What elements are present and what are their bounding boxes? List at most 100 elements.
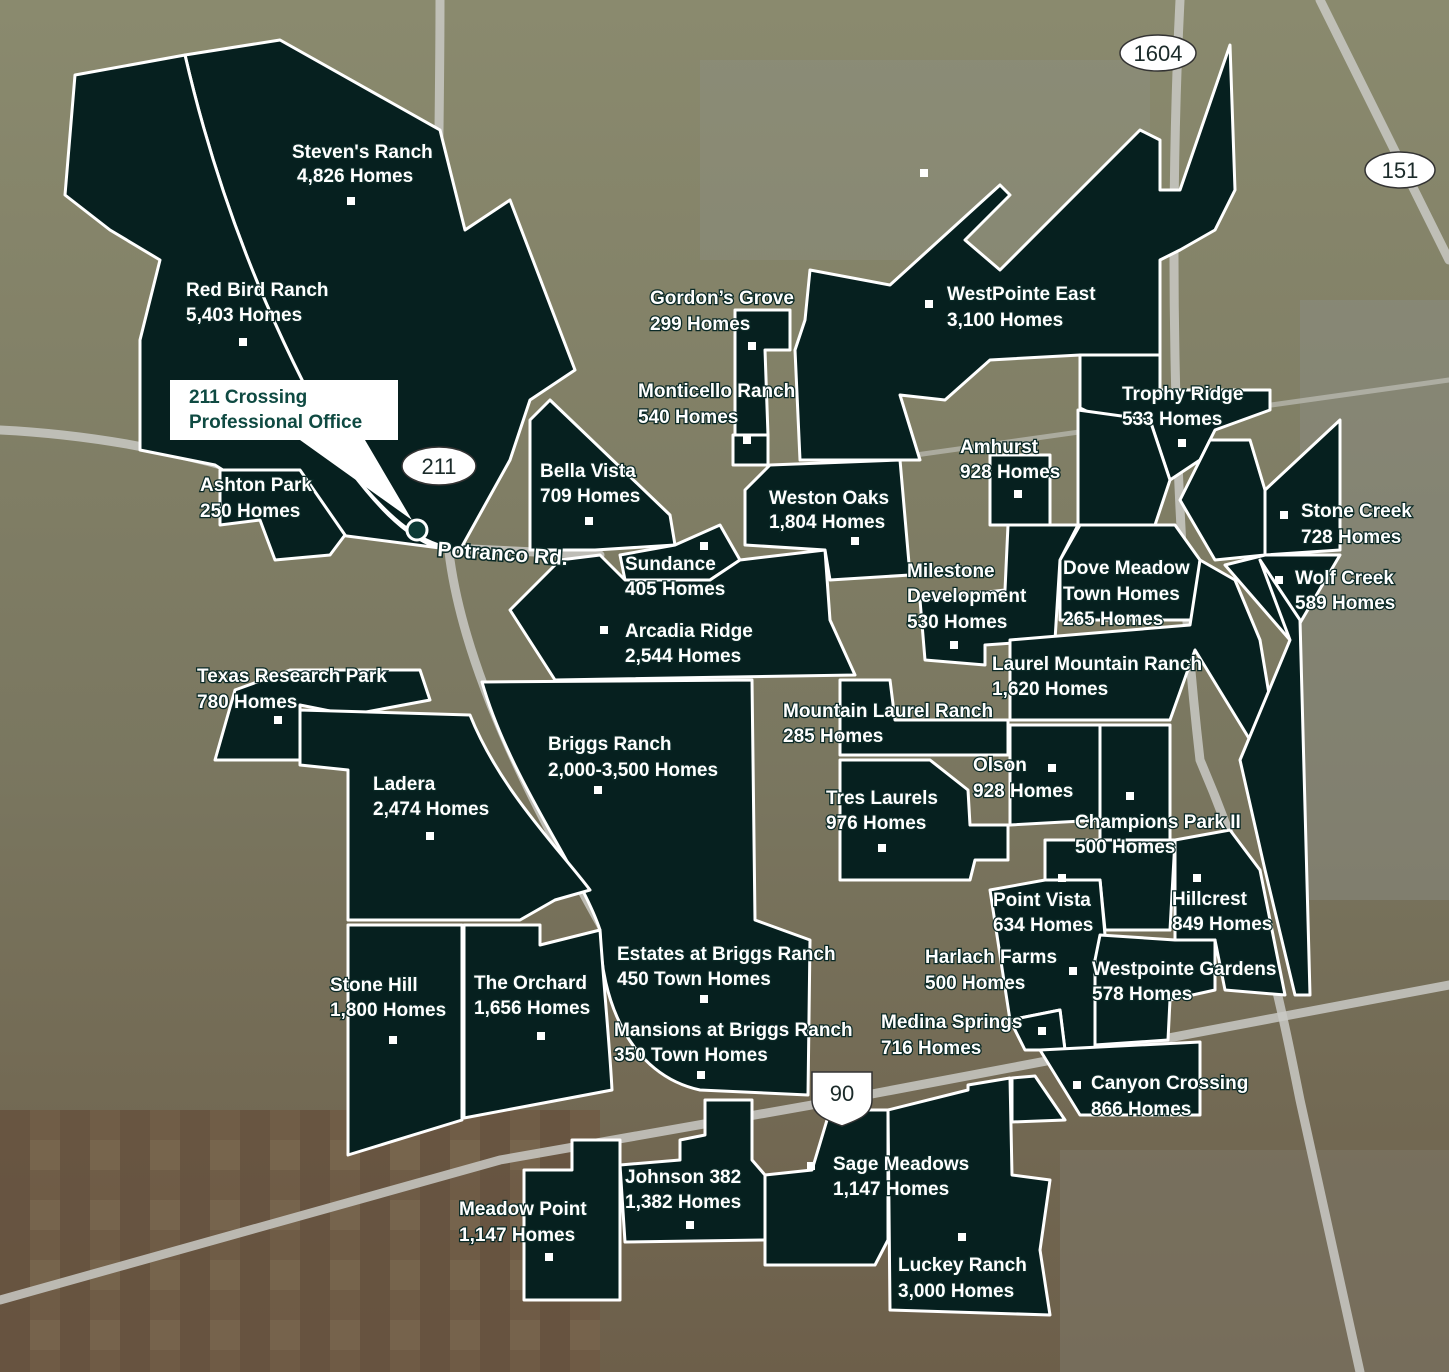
- community-name: Hillcrest: [1172, 889, 1248, 910]
- community-name: Sundance: [625, 554, 716, 575]
- parcels: [63, 38, 1342, 1317]
- north-marker: [920, 169, 928, 177]
- community-marker: [594, 786, 602, 794]
- community-homes: 2,544 Homes: [625, 646, 741, 667]
- label-ashton-park: Ashton Park 250 Homes: [199, 474, 314, 524]
- community-homes: 709 Homes: [540, 486, 640, 507]
- community-marker: [807, 1162, 815, 1170]
- community-homes: 728 Homes: [1301, 527, 1401, 548]
- community-name: Ashton Park: [200, 475, 312, 496]
- callout-line-2: Professional Office: [189, 412, 362, 433]
- community-marker: [1178, 439, 1186, 447]
- community-marker: [950, 641, 958, 649]
- community-marker: [743, 436, 751, 444]
- parcel-johnson-382: [618, 1098, 767, 1244]
- suburb-area-east: [1300, 300, 1449, 900]
- label-ladera: Ladera 2,474 Homes: [372, 773, 490, 840]
- label-canyon-crossing: Canyon Crossing 866 Homes: [1073, 1072, 1250, 1121]
- community-name: Dove Meadow: [1063, 558, 1190, 579]
- label-gordons-grove: Gordon’s Grove 299 Homes: [649, 287, 795, 350]
- community-name: Red Bird Ranch: [186, 280, 329, 301]
- community-homes: 250 Homes: [200, 501, 300, 522]
- farmland-area-east: [1060, 1150, 1449, 1372]
- community-homes: 2,474 Homes: [373, 799, 489, 820]
- community-marker: [1275, 576, 1283, 584]
- parcel-milestone: [918, 523, 1080, 667]
- community-homes: 928 Homes: [973, 781, 1073, 802]
- shield-211-label: 211: [421, 454, 456, 479]
- community-marker: [537, 1032, 545, 1040]
- parcel-canyon-crossing: [1038, 1040, 1202, 1117]
- community-homes-count: 265 Homes: [1063, 609, 1163, 630]
- shield-us-90: 90: [811, 1071, 873, 1127]
- community-marker: [426, 832, 434, 840]
- label-red-bird-ranch: Red Bird Ranch 5,403 Homes: [185, 279, 330, 346]
- community-homes: 533 Homes: [1122, 409, 1222, 430]
- community-homes: 285 Homes: [783, 726, 883, 747]
- parcel-east-strip: [1238, 558, 1312, 997]
- label-olson: Olson 928 Homes: [972, 754, 1075, 804]
- label-dove-meadow: Dove Meadow Town Homes 265 Homes: [1062, 557, 1191, 632]
- community-name: Wolf Creek: [1295, 568, 1394, 589]
- label-milestone: Milestone Development 530 Homes: [906, 560, 1028, 649]
- community-name: Weston Oaks: [769, 488, 889, 509]
- label-point-vista: Point Vista 634 Homes: [992, 874, 1095, 937]
- community-name: Monticello Ranch: [638, 381, 795, 402]
- community-marker: [1280, 511, 1288, 519]
- community-marker: [347, 197, 355, 205]
- community-labels: Steven's Ranch 4,826 Homes Red Bird Ranc…: [185, 141, 1414, 1304]
- label-westpointe-east: WestPointe East 3,100 Homes: [925, 283, 1097, 332]
- community-name: Briggs Ranch: [548, 734, 672, 755]
- community-name: Tres Laurels: [826, 788, 938, 809]
- community-marker: [925, 300, 933, 308]
- parcel-the-orchard: [462, 923, 614, 1120]
- community-name: Laurel Mountain Ranch: [992, 654, 1202, 675]
- community-homes: 1,800 Homes: [330, 1000, 446, 1021]
- label-sage-meadows: Sage Meadows 1,147 Homes: [807, 1153, 970, 1201]
- label-amhurst: Amhurst 928 Homes: [959, 436, 1062, 498]
- community-homes: 450 Town Homes: [617, 969, 771, 990]
- community-homes: 589 Homes: [1295, 593, 1395, 614]
- community-marker: [748, 342, 756, 350]
- community-name: Ladera: [373, 774, 436, 795]
- community-marker: [274, 716, 282, 724]
- office-location-marker[interactable]: [405, 518, 429, 542]
- parcel-ashton-park: [218, 468, 347, 562]
- community-homes: 849 Homes: [1172, 914, 1272, 935]
- community-name: Champions Park II: [1075, 812, 1241, 833]
- community-name: Westpointe Gardens: [1092, 959, 1276, 980]
- office-callout: 211 Crossing Professional Office: [170, 380, 429, 542]
- community-homes: 4,826 Homes: [297, 166, 413, 187]
- community-marker: [545, 1253, 553, 1261]
- parcel-stone-hill: [346, 923, 464, 1157]
- label-briggs-ranch: Briggs Ranch 2,000-3,500 Homes: [547, 733, 719, 794]
- community-homes: 500 Homes: [925, 973, 1025, 994]
- community-marker: [700, 995, 708, 1003]
- community-homes: 299 Homes: [650, 314, 750, 335]
- shield-us-90-label: 90: [830, 1081, 854, 1106]
- community-homes: 1,620 Homes: [992, 679, 1108, 700]
- community-marker: [700, 542, 708, 550]
- community-homes: 5,403 Homes: [186, 305, 302, 326]
- label-arcadia-ridge: Arcadia Ridge 2,544 Homes: [600, 620, 754, 668]
- label-westpointe-gardens: Westpointe Gardens 578 Homes: [1091, 958, 1278, 1007]
- community-marker: [239, 338, 247, 346]
- community-homes: 500 Homes: [1075, 837, 1175, 858]
- community-homes: 866 Homes: [1091, 1099, 1191, 1120]
- community-homes: 405 Homes: [625, 579, 725, 600]
- community-homes: 3,000 Homes: [898, 1281, 1014, 1302]
- community-homes: 1,147 Homes: [833, 1179, 949, 1200]
- label-mansions-briggs-ranch: Mansions at Briggs Ranch 350 Town Homes: [613, 1019, 854, 1079]
- label-stone-hill: Stone Hill 1,800 Homes: [329, 974, 447, 1044]
- community-homes: 3,100 Homes: [947, 310, 1063, 331]
- community-name: Texas Research Park: [197, 666, 387, 687]
- parcel-amhurst-north: [1076, 408, 1172, 527]
- community-homes: Development: [907, 586, 1027, 607]
- highway-151-road: [1315, 0, 1449, 265]
- parcel-luckey-ranch: [886, 1076, 1052, 1317]
- community-name: Stone Creek: [1301, 501, 1412, 522]
- community-homes: 1,382 Homes: [625, 1192, 741, 1213]
- community-name: The Orchard: [474, 973, 587, 994]
- community-name: Trophy Ridge: [1122, 384, 1243, 405]
